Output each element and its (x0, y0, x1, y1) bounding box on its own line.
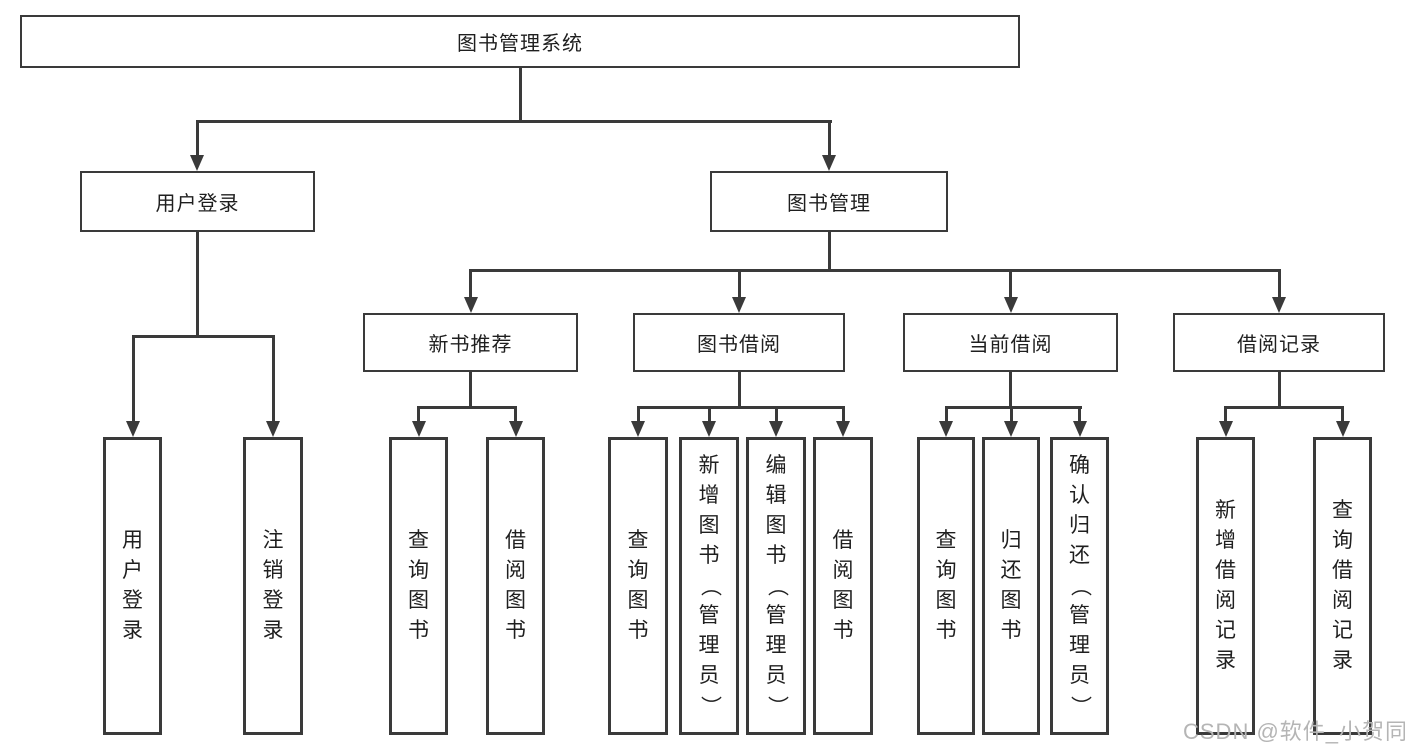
node-new-book-recommend-label: 新书推荐 (428, 334, 513, 356)
node-book-borrow-label: 图书借阅 (697, 334, 781, 356)
connector-line (1009, 270, 1012, 298)
node-root: 图书管理系统 (20, 15, 1020, 68)
arrow-down-icon (1072, 421, 1087, 437)
node-borrow-records: 借阅记录 (1173, 313, 1385, 372)
arrow-down-icon (822, 155, 836, 171)
node-book-management-group-label: 图书管理 (787, 193, 871, 215)
connector-line (469, 270, 472, 298)
arrow-down-icon (1335, 421, 1350, 437)
connector-line (827, 121, 831, 157)
connector-line (1009, 407, 1013, 422)
arrow-down-icon (190, 155, 204, 171)
connector-line (514, 407, 517, 422)
leaf-logout-label: 注销登录 (262, 529, 284, 642)
connector-line (1224, 407, 1227, 422)
leaf-query-books-label: 查询图书 (935, 529, 957, 642)
arrow-down-icon (126, 421, 140, 437)
arrow-down-icon (631, 421, 645, 437)
connector-line (271, 336, 275, 422)
connector-line (841, 407, 845, 422)
node-book-management-group: 图书管理 (710, 171, 948, 232)
connector-line (827, 232, 831, 271)
connector-line (774, 407, 778, 422)
watermark: CSDN @软件_小贺同学 (1183, 719, 1405, 744)
leaf-add-borrow-record-label: 新增借阅记录 (1215, 499, 1236, 672)
leaf-add-borrow-record: 新增借阅记录 (1196, 437, 1255, 735)
arrow-down-icon (508, 421, 523, 437)
arrow-down-icon (1004, 421, 1018, 437)
node-user-login-group-label: 用户登录 (155, 193, 240, 215)
leaf-add-books-admin-label: 新增图书（管理员） (698, 454, 721, 717)
node-book-borrow: 图书借阅 (633, 313, 845, 372)
arrow-down-icon (1003, 297, 1018, 313)
connector-line (195, 121, 199, 157)
connector-line (518, 68, 522, 122)
connector-line (131, 336, 135, 422)
leaf-edit-books-admin: 编辑图书（管理员） (746, 437, 806, 735)
leaf-user-login: 用户登录 (103, 437, 162, 735)
arrow-down-icon (836, 421, 850, 437)
arrow-down-icon (1272, 297, 1286, 313)
leaf-edit-books-admin-label: 编辑图书（管理员） (765, 454, 788, 717)
arrow-down-icon (769, 421, 783, 437)
leaf-borrow-books-label: 借阅图书 (505, 529, 526, 642)
node-root-label: 图书管理系统 (457, 33, 583, 55)
connector-line (469, 268, 1281, 272)
node-borrow-records-label: 借阅记录 (1237, 334, 1321, 356)
leaf-confirm-return-admin-label: 确认归还（管理员） (1068, 454, 1092, 717)
connector-line (469, 372, 472, 409)
leaf-return-books: 归还图书 (982, 437, 1040, 735)
leaf-logout: 注销登录 (243, 437, 303, 735)
arrow-down-icon (411, 421, 426, 437)
node-user-login-group: 用户登录 (80, 171, 315, 232)
connector-line (417, 405, 517, 409)
connector-line (195, 119, 832, 123)
connector-line (1277, 372, 1281, 409)
connector-line (1009, 372, 1012, 409)
connector-line (1277, 270, 1281, 298)
connector-line (944, 405, 1082, 409)
connector-line (737, 372, 741, 409)
leaf-confirm-return-admin: 确认归还（管理员） (1050, 437, 1109, 735)
arrow-down-icon (266, 421, 280, 437)
connector-line (196, 232, 199, 337)
connector-line (737, 270, 741, 298)
connector-line (417, 407, 420, 422)
connector-line (707, 407, 711, 422)
leaf-borrow-books: 借阅图书 (486, 437, 545, 735)
connector-line (636, 407, 640, 422)
connector-line (1341, 407, 1344, 422)
connector-line (1078, 407, 1081, 422)
leaf-query-books-label: 查询图书 (627, 529, 649, 642)
leaf-query-books-label: 查询图书 (408, 529, 429, 642)
leaf-query-books: 查询图书 (608, 437, 668, 735)
arrow-down-icon (732, 297, 746, 313)
arrow-down-icon (939, 421, 953, 437)
node-new-book-recommend: 新书推荐 (363, 313, 578, 372)
connector-line (636, 405, 845, 409)
leaf-add-books-admin: 新增图书（管理员） (679, 437, 739, 735)
leaf-query-books: 查询图书 (389, 437, 448, 735)
connector-line (944, 407, 948, 422)
leaf-borrow-books: 借阅图书 (813, 437, 873, 735)
arrow-down-icon (463, 297, 478, 313)
connector-line (131, 334, 275, 338)
node-current-borrow: 当前借阅 (903, 313, 1118, 372)
arrow-down-icon (1218, 421, 1233, 437)
leaf-return-books-label: 归还图书 (1000, 529, 1022, 642)
connector-line (1224, 405, 1344, 409)
arrow-down-icon (702, 421, 716, 437)
leaf-user-login-label: 用户登录 (122, 529, 143, 642)
leaf-borrow-books-label: 借阅图书 (832, 529, 854, 642)
leaf-query-books: 查询图书 (917, 437, 975, 735)
node-current-borrow-label: 当前借阅 (968, 334, 1053, 356)
leaf-query-borrow-record-label: 查询借阅记录 (1332, 499, 1353, 672)
leaf-query-borrow-record: 查询借阅记录 (1313, 437, 1372, 735)
